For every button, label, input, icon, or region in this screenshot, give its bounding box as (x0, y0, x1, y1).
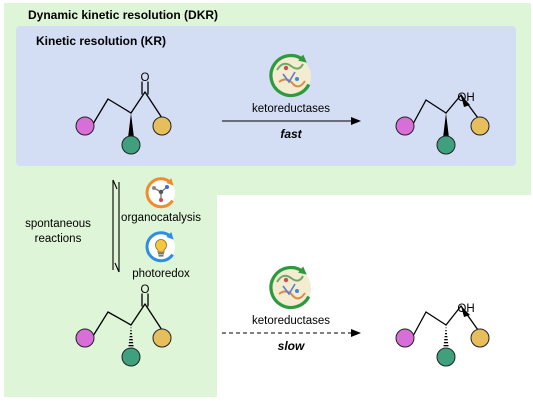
ketoreductases-label-bottom: ketoreductases (252, 315, 330, 327)
substituent-teal (121, 135, 141, 155)
kr-title: Kinetic resolution (KR) (36, 34, 166, 48)
substituent-gold (470, 328, 490, 348)
enzyme-cycle-icon (269, 53, 311, 98)
wedge-bond-top (128, 113, 134, 138)
substituent-magenta (395, 116, 415, 136)
alcohol-product-top: OH (395, 92, 490, 155)
substituent-gold (470, 116, 490, 136)
oh-wedge-bottom (461, 306, 470, 317)
substituent-gold (152, 328, 172, 348)
substituent-teal (436, 347, 456, 367)
carbonyl-oxygen-top: O (141, 72, 150, 84)
alcohol-product-bottom: OH (395, 303, 490, 367)
substituent-magenta (395, 328, 415, 348)
spontaneous-label: spontaneous (25, 218, 91, 230)
rate-label-slow: slow (278, 339, 305, 353)
ketone-substrate-top: O (75, 72, 172, 155)
equilibrium-arrows (112, 179, 120, 273)
organocatalyst-molecule-icon (145, 177, 175, 209)
substituent-teal (436, 135, 456, 155)
alcohol-oh-top: OH (457, 92, 474, 104)
wedge-bond-product-top (443, 113, 449, 138)
enzyme-cycle-icon (269, 265, 311, 310)
oh-wedge-top (461, 95, 470, 107)
ketone-substrate-bottom: O (75, 284, 172, 367)
substituent-magenta (75, 116, 95, 136)
dkr-title: Dynamic kinetic resolution (DKR) (28, 8, 218, 22)
lightbulb-icon (145, 231, 175, 263)
hashed-bond-bottom (128, 325, 134, 350)
substituent-magenta (75, 328, 95, 348)
photoredox-label: photoredox (132, 268, 190, 280)
substituent-teal (121, 347, 141, 367)
ketoreductases-label-top: ketoreductases (252, 103, 330, 115)
organocatalysis-label: organocatalysis (121, 212, 201, 224)
substituent-gold (152, 116, 172, 136)
alcohol-oh-bottom: OH (457, 303, 474, 315)
rate-label-fast: fast (280, 127, 302, 141)
carbonyl-oxygen-bottom: O (141, 284, 150, 296)
reactions-label: reactions (35, 233, 82, 245)
kr-region (16, 26, 516, 166)
hashed-bond-product-bottom (443, 325, 449, 350)
